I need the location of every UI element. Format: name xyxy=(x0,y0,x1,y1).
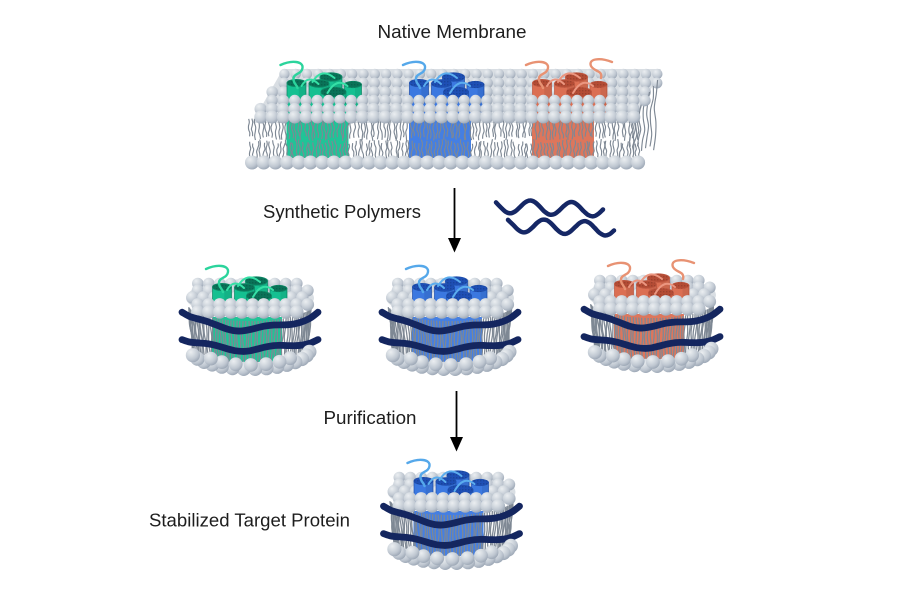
svg-text:Synthetic Polymers: Synthetic Polymers xyxy=(263,201,421,222)
svg-text:Native Membrane: Native Membrane xyxy=(378,21,527,42)
svg-text:Purification: Purification xyxy=(324,407,417,428)
svg-text:Stabilized Target Protein: Stabilized Target Protein xyxy=(149,510,350,531)
